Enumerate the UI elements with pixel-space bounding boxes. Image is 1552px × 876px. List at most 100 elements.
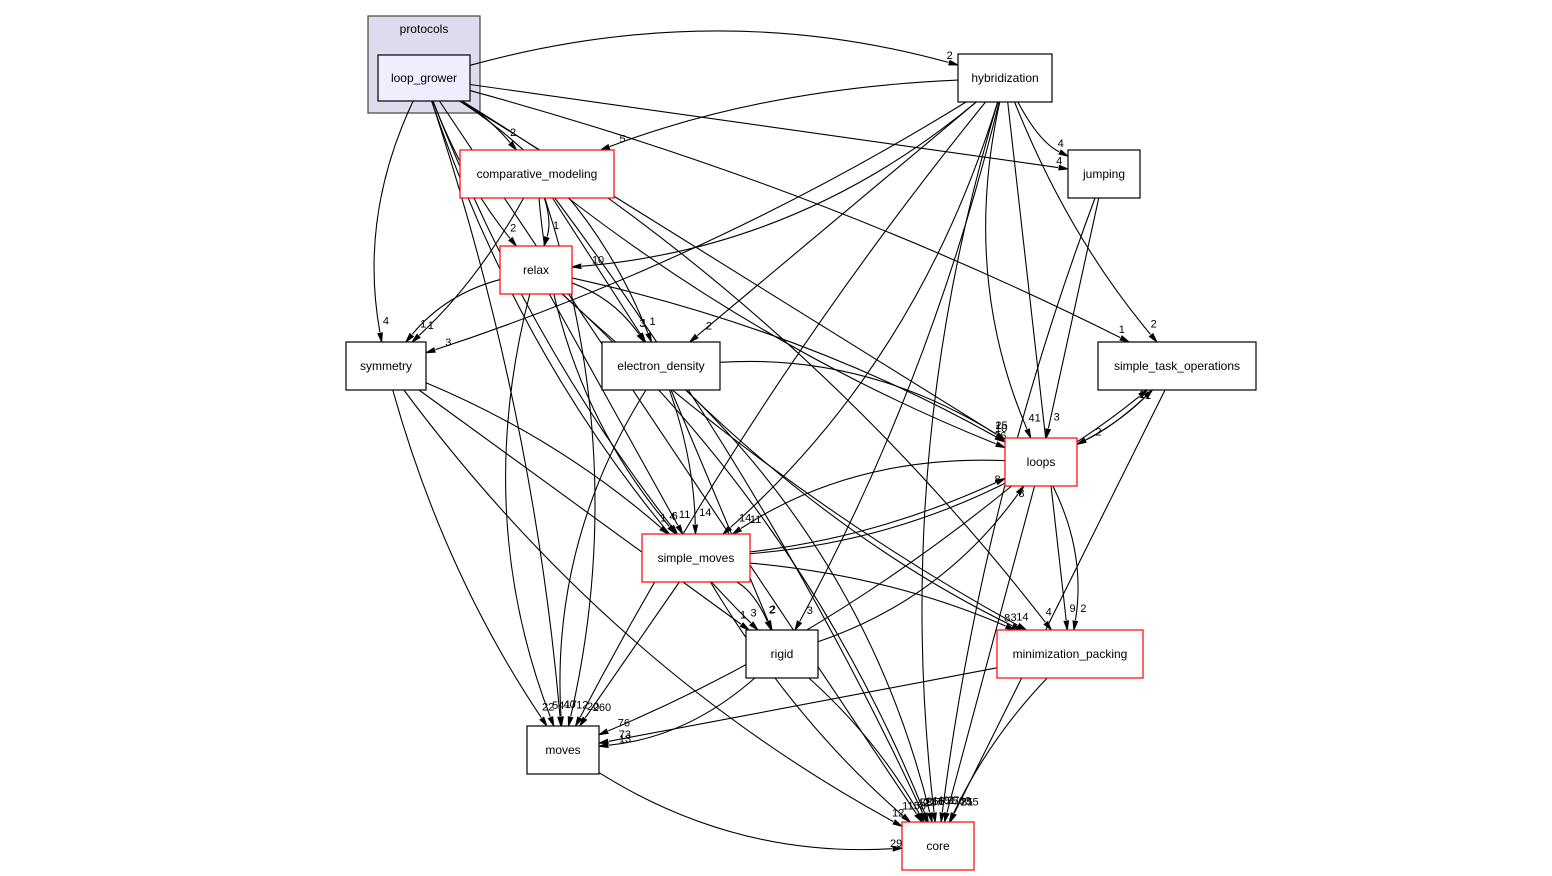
edge-weight-label[interactable]: 8 bbox=[994, 474, 1000, 486]
edge-weight-label[interactable]: 5 bbox=[620, 133, 626, 145]
node-label[interactable]: moves bbox=[545, 743, 580, 757]
edge-jumping-to-loops[interactable]: 3 bbox=[1045, 197, 1100, 439]
edge-loops-to-simple_moves[interactable]: 11 bbox=[732, 459, 1006, 535]
node-label[interactable]: rigid bbox=[771, 647, 794, 661]
node-box[interactable] bbox=[459, 149, 615, 199]
edge-hybridization-to-minimization_packing[interactable]: 9 bbox=[1007, 101, 1076, 631]
node-simple-moves[interactable]: simple_moves bbox=[641, 533, 751, 583]
edge-weight-label[interactable]: 22 bbox=[542, 702, 554, 714]
node-loop-grower[interactable]: loop_grower bbox=[377, 54, 471, 102]
edge-weight-label[interactable]: 503 bbox=[953, 796, 971, 808]
edge-weight-label[interactable]: 78 bbox=[920, 797, 932, 809]
edge-weight-label[interactable]: 76 bbox=[618, 718, 630, 730]
edge-simple_moves-to-moves[interactable]: 260 bbox=[579, 581, 680, 727]
node-box[interactable] bbox=[1097, 341, 1257, 391]
edge-weight-label[interactable]: 2 bbox=[770, 604, 776, 616]
edge-rigid-to-moves[interactable]: 13 bbox=[598, 677, 756, 749]
node-box[interactable] bbox=[996, 629, 1144, 679]
edge-weight-label[interactable]: 11 bbox=[679, 509, 690, 521]
node-hybridization[interactable]: hybridization bbox=[957, 53, 1053, 103]
node-moves[interactable]: moves bbox=[526, 725, 600, 775]
edge-hybridization-to-comparative_modeling[interactable]: 5 bbox=[600, 79, 959, 151]
edge-comparative_modeling-to-symmetry[interactable]: 1 bbox=[411, 197, 525, 343]
edge-hybridization-to-symmetry[interactable]: 3 bbox=[425, 101, 967, 354]
edge-weight-label[interactable]: 2 bbox=[947, 50, 953, 62]
node-relax[interactable]: relax bbox=[499, 245, 573, 295]
edge-minimization_packing-to-moves[interactable]: 73 bbox=[598, 667, 998, 745]
edge-symmetry-to-rigid[interactable]: 1 bbox=[418, 389, 750, 631]
edge-weight-label[interactable]: 8 bbox=[1004, 613, 1010, 625]
node-box[interactable] bbox=[499, 245, 573, 295]
edge-relax-to-moves[interactable]: 54 bbox=[505, 293, 565, 727]
edge-symmetry-to-simple_moves[interactable]: 1 bbox=[425, 382, 669, 535]
edge-weight-label[interactable]: 4 bbox=[669, 511, 675, 523]
edge-weight-label[interactable]: 12 bbox=[892, 808, 904, 820]
edge-weight-label[interactable]: 1 bbox=[428, 320, 434, 332]
edge-weight-label[interactable]: 4 bbox=[383, 315, 389, 327]
edge-weight-label[interactable]: 1 bbox=[553, 220, 559, 232]
edge-weight-label[interactable]: 2 bbox=[706, 321, 712, 333]
edge-weight-label[interactable]: 37 bbox=[947, 795, 959, 807]
node-label[interactable]: core bbox=[926, 839, 950, 853]
node-label[interactable]: symmetry bbox=[360, 359, 412, 373]
node-box[interactable] bbox=[345, 341, 427, 391]
edge-electron_density-to-core[interactable]: 165 bbox=[685, 389, 951, 823]
node-box[interactable] bbox=[601, 341, 721, 391]
edge-weight-label[interactable]: 2 bbox=[769, 604, 775, 616]
edge-electron_density-to-simple_moves[interactable]: 14 bbox=[668, 389, 711, 535]
edge-loop_grower-to-simple_task_operations[interactable]: 1 bbox=[469, 90, 1130, 343]
edge-weight-label[interactable]: 13 bbox=[619, 734, 631, 746]
edge-weight-label[interactable]: 2 bbox=[1080, 603, 1086, 615]
edge-simple_moves-to-core[interactable]: 1158 bbox=[709, 581, 926, 823]
node-box[interactable] bbox=[1067, 149, 1141, 199]
edge-symmetry-to-core[interactable]: 12 bbox=[403, 389, 904, 827]
edge-weight-label[interactable]: 1 bbox=[1119, 324, 1125, 336]
edge-simple_moves-to-rigid[interactable]: 2 bbox=[736, 581, 775, 631]
edge-weight-label[interactable]: 3 bbox=[1054, 411, 1060, 423]
node-symmetry[interactable]: symmetry bbox=[345, 341, 427, 391]
edge-weight-label[interactable]: 14 bbox=[739, 512, 751, 524]
edge-moves-to-core[interactable]: 299 bbox=[598, 772, 908, 852]
node-label[interactable]: comparative_modeling bbox=[477, 167, 598, 181]
node-box[interactable] bbox=[901, 821, 975, 871]
edge-weight-label[interactable]: 1 bbox=[660, 513, 666, 525]
edge-loops-to-simple_task_operations[interactable]: 1 bbox=[1076, 389, 1153, 445]
node-label[interactable]: loops bbox=[1027, 455, 1056, 469]
edge-weight-label[interactable]: 3 bbox=[445, 337, 451, 349]
edge-loops-to-moves[interactable]: 76 bbox=[598, 485, 1012, 736]
edge-weight-label[interactable]: 10 bbox=[995, 423, 1007, 435]
node-label[interactable]: loop_grower bbox=[391, 71, 457, 85]
node-box[interactable] bbox=[745, 629, 819, 679]
edge-weight-label[interactable]: 1158 bbox=[902, 801, 926, 813]
edge-weight-label[interactable]: 1 bbox=[1139, 389, 1145, 401]
edge-weight-label[interactable]: 1 bbox=[650, 316, 656, 328]
edge-weight-label[interactable]: 17 bbox=[565, 699, 577, 711]
edge-weight-label[interactable]: 3 bbox=[639, 318, 645, 330]
node-label[interactable]: simple_moves bbox=[658, 551, 735, 565]
edge-hybridization-to-loops[interactable]: 41 bbox=[985, 101, 1041, 439]
node-rigid[interactable]: rigid bbox=[745, 629, 819, 679]
edge-weight-label[interactable]: 2 bbox=[995, 420, 1001, 432]
edge-weight-label[interactable]: 41 bbox=[1028, 412, 1040, 424]
edge-hybridization-to-jumping[interactable]: 4 bbox=[1017, 101, 1069, 157]
edge-rigid-to-core[interactable]: 78 bbox=[808, 677, 933, 823]
edge-relax-to-symmetry[interactable]: 1 bbox=[405, 279, 501, 343]
edge-hybridization-to-simple_task_operations[interactable]: 2 bbox=[1014, 101, 1158, 343]
node-label[interactable]: relax bbox=[523, 263, 549, 277]
node-box[interactable] bbox=[957, 53, 1053, 103]
edge-loops-to-core[interactable]: 503 bbox=[943, 485, 1036, 823]
edge-weight-label[interactable]: 227 bbox=[924, 796, 942, 808]
edge-hybridization-to-rigid[interactable]: 3 bbox=[794, 101, 1000, 631]
edge-weight-label[interactable]: 4 bbox=[1058, 138, 1064, 150]
edge-loop_grower-to-symmetry[interactable]: 4 bbox=[373, 100, 414, 343]
edge-weight-label[interactable]: 255 bbox=[960, 797, 978, 809]
node-label[interactable]: hybridization bbox=[971, 71, 1038, 85]
edge-weight-label[interactable]: 4 bbox=[1046, 606, 1052, 618]
edge-weight-label[interactable]: 4 bbox=[1056, 156, 1062, 168]
node-jumping[interactable]: jumping bbox=[1067, 149, 1141, 199]
node-label[interactable]: simple_task_operations bbox=[1114, 359, 1240, 373]
node-label[interactable]: jumping bbox=[1082, 167, 1125, 181]
edge-weight-label[interactable]: 11 bbox=[750, 514, 761, 526]
node-core[interactable]: core bbox=[901, 821, 975, 871]
edge-weight-label[interactable]: 2 bbox=[510, 223, 516, 235]
